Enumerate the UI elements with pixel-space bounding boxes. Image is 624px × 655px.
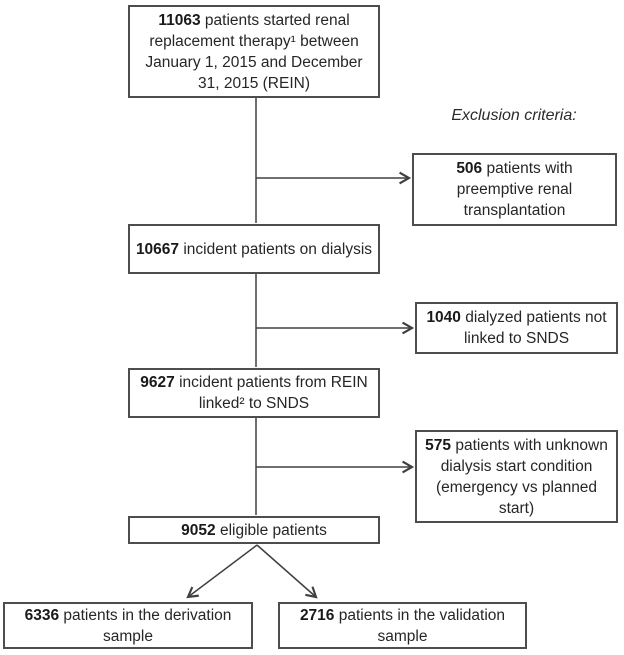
flow-box-validation-text: 2716 patients in the validation sample [280,605,525,647]
node-count: 9052 [181,521,216,539]
node-text: incident patients from REIN linked² to S… [179,374,368,412]
flow-box-excl-snds-text: 1040 dialyzed patients not linked to SND… [417,307,616,349]
node-count: 1040 [426,309,461,326]
node-text: patients in the validation sample [338,606,506,645]
node-count: 6336 [24,606,60,624]
node-count: 10667 [135,240,180,258]
arrow-to-derivation [186,544,258,599]
node-text: dialyzed patients not linked to SNDS [463,309,607,347]
node-count: 575 [425,436,452,454]
flow-box-excl-snds: 1040 dialyzed patients not linked to SND… [415,302,618,354]
node-text: patients with unknown dialysis start con… [435,436,608,517]
node-text: eligible patients [219,521,327,539]
node-count: 2716 [299,606,335,624]
node-text: incident patients on dialysis [183,240,373,258]
flow-box-excl-transplant-text: 506 patients with preemptive renal trans… [414,158,615,221]
flow-box-eligible: 9052 eligible patients [128,516,380,544]
flow-box-excl-unknown-text: 575 patients with unknown dialysis start… [417,435,616,519]
node-text: patients started renal replacement thera… [145,11,363,92]
flow-box-linked: 9627 incident patients from REIN linked²… [128,368,380,418]
flow-box-excl-transplant: 506 patients with preemptive renal trans… [412,153,617,226]
flow-box-start: 11063 patients started renal replacement… [128,5,380,98]
flow-box-derivation: 6336 patients in the derivation sample [3,602,253,649]
node-count: 9627 [140,374,175,391]
flow-box-dialysis-text: 10667 incident patients on dialysis [131,239,377,260]
flow-box-eligible-text: 9052 eligible patients [176,520,332,541]
flow-box-excl-unknown: 575 patients with unknown dialysis start… [415,430,618,523]
node-text: patients with preemptive renal transplan… [456,160,573,219]
flow-box-validation: 2716 patients in the validation sample [278,602,527,649]
flow-box-start-text: 11063 patients started renal replacement… [130,10,378,94]
node-count: 11063 [158,11,201,29]
flow-box-derivation-text: 6336 patients in the derivation sample [5,605,251,647]
exclusion-criteria-label: Exclusion criteria: [451,107,577,124]
arrow-to-validation [256,544,318,599]
node-text: patients in the derivation sample [63,606,232,645]
flow-box-linked-text: 9627 incident patients from REIN linked²… [130,372,378,414]
node-count: 506 [456,160,483,177]
flow-box-dialysis: 10667 incident patients on dialysis [128,224,380,274]
